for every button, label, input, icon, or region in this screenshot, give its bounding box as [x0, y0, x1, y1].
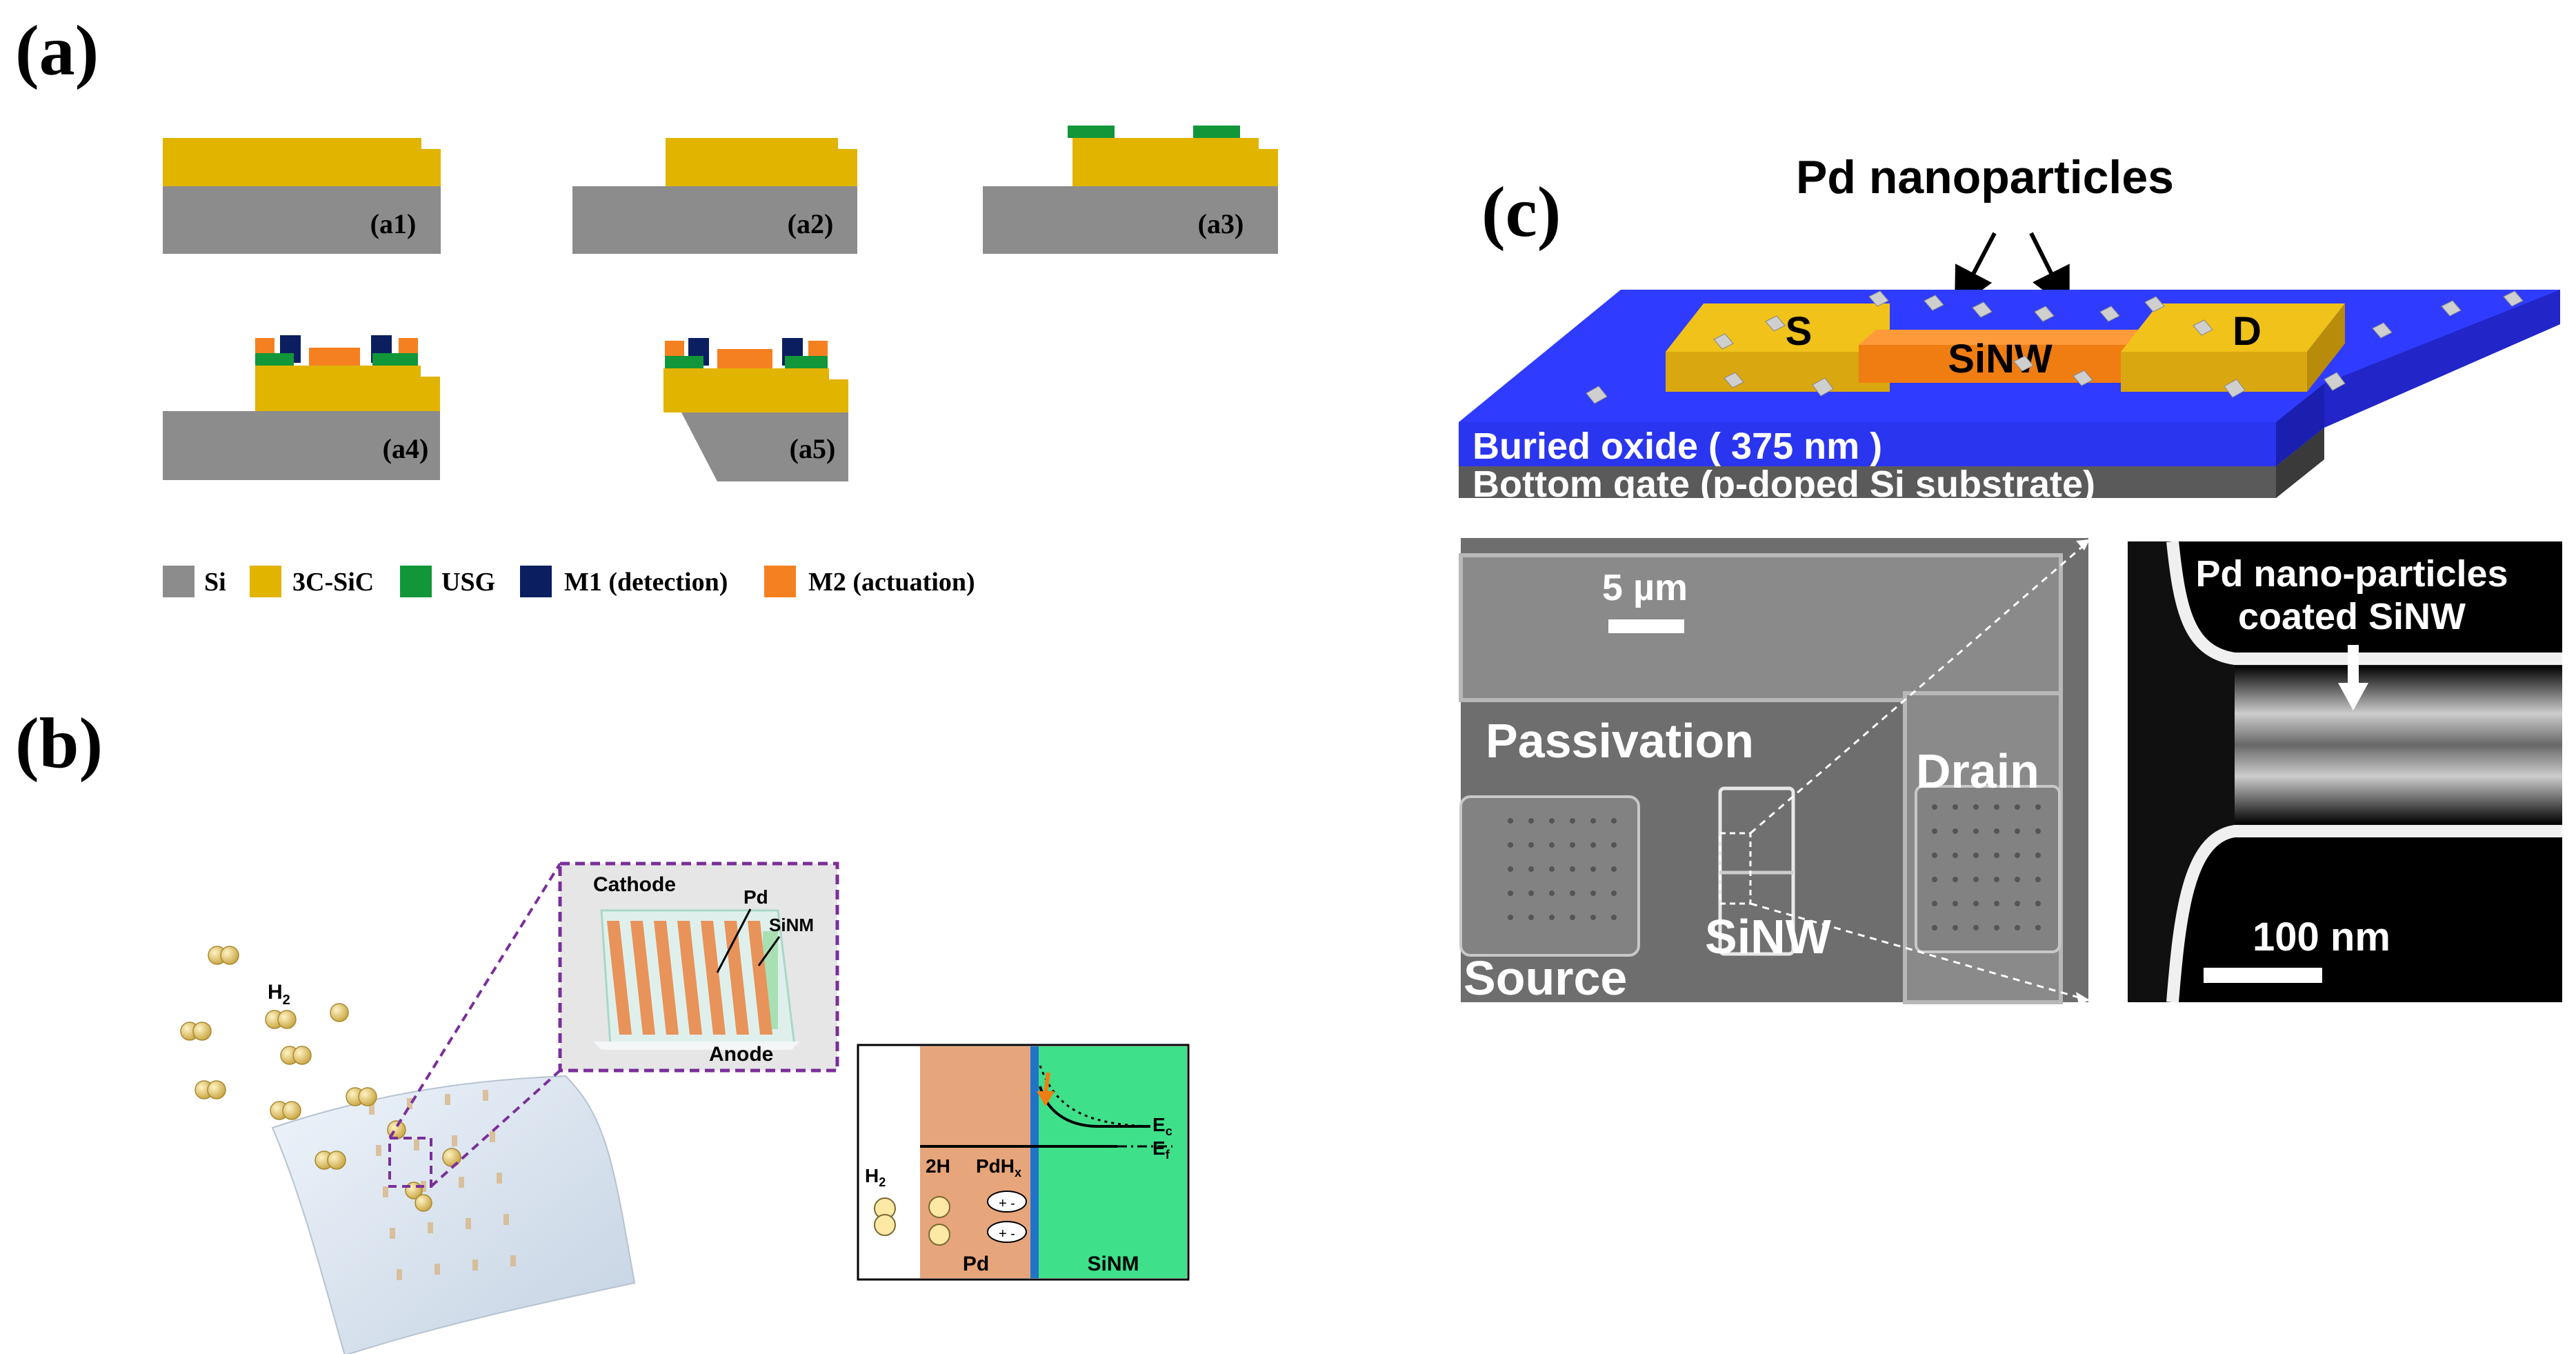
passivation-label: Passivation — [1486, 714, 1754, 768]
drain-label: Drain — [1916, 744, 2039, 798]
legend-item-m1: M1 (detection) — [520, 566, 728, 597]
legend-label-m1: M1 (detection) — [564, 568, 728, 597]
sinm-label: SiNM — [769, 915, 814, 935]
legend-item-3c-sic: 3C-SiC — [250, 566, 374, 597]
ef-label: Ef — [1152, 1137, 1170, 1162]
pdhx-label: PdHx — [976, 1155, 1021, 1179]
step-a3: (a3) — [983, 126, 1278, 254]
band-h2-label: H2 — [865, 1165, 886, 1189]
zoom-region — [388, 1137, 432, 1188]
step-a1: (a1) — [163, 138, 441, 254]
step-label-a4: (a4) — [383, 433, 429, 464]
source-label: Source — [1464, 951, 1627, 1005]
step-label-a1: (a1) — [370, 208, 417, 239]
ec-label: Ec — [1152, 1114, 1172, 1138]
legend-label-si: Si — [204, 568, 226, 597]
flexible-sheet — [271, 1075, 636, 1354]
zoom-connector-bottom — [430, 1069, 561, 1188]
device-inset: Cathode Pd SiNM Anode — [558, 862, 839, 1073]
h2-label: H2 — [268, 981, 290, 1008]
drain-pad-label: D — [2233, 309, 2262, 354]
zoom-title-line2: coated SiNW — [2238, 596, 2466, 637]
pd-nanoparticles-title: Pd nanoparticles — [1796, 151, 2174, 203]
sinw-sem-label: SiNW — [1705, 910, 1831, 964]
nanoparticles-3d — [1586, 290, 2524, 404]
sem-zoom-image: Pd nano-particles coated SiNW 100 nm — [2128, 541, 2562, 1003]
zoom-scale-label: 100 nm — [2253, 915, 2390, 959]
bottom-gate-label: Bottom gate (p-doped Si substrate) — [1472, 464, 2095, 505]
buried-oxide-label: Buried oxide ( 375 nm ) — [1472, 426, 1882, 467]
legend-label-m2: M2 (actuation) — [808, 568, 975, 597]
step-a2: (a2) — [572, 138, 857, 254]
sem-image: 5 µm Passivation Drain Source SiNW — [1459, 538, 2090, 1005]
step-a4: (a4) — [163, 335, 440, 480]
step-label-a3: (a3) — [1198, 208, 1244, 239]
cathode-label: Cathode — [593, 873, 676, 896]
step-label-a2: (a2) — [788, 208, 834, 239]
legend: Si 3C-SiC USG M1 (detection) M2 (actuati… — [163, 566, 975, 597]
zoom-connector-top — [388, 862, 561, 1139]
zoom-title-line1: Pd nano-particles — [2195, 553, 2508, 595]
legend-label-3c-sic: 3C-SiC — [292, 568, 374, 597]
pd-label: Pd — [743, 886, 768, 908]
step-a5: (a5) — [663, 338, 848, 481]
two-h-label: 2H — [926, 1155, 950, 1177]
charge-pair-1: + - — [999, 1196, 1015, 1211]
source-holes — [1508, 818, 1617, 920]
legend-item-m2: M2 (actuation) — [764, 566, 975, 597]
hydrogen-molecules — [180, 946, 461, 1212]
panel-b-label: (b) — [15, 704, 103, 783]
pd-region-label: Pd — [963, 1253, 989, 1275]
legend-label-usg: USG — [441, 568, 495, 597]
band-diagram: Ec Ef H2 2H PdHx + - + - Pd SiNM — [857, 1044, 1190, 1281]
legend-item-si: Si — [163, 566, 226, 597]
sem-scale-label: 5 µm — [1602, 567, 1688, 608]
sinm-region-label: SiNM — [1088, 1253, 1139, 1275]
drain-holes — [1932, 804, 2041, 930]
device-3d: S D SiNW Buried oxide ( 375 nm ) Bottom … — [1459, 290, 2560, 505]
source-pad-label: S — [1786, 309, 1813, 354]
panel-c-label: (c) — [1481, 172, 1561, 252]
step-label-a5: (a5) — [790, 433, 836, 464]
panel-a-label: (a) — [15, 11, 99, 90]
charge-pair-2: + - — [999, 1226, 1015, 1242]
legend-item-usg: USG — [400, 566, 495, 597]
sinw-3d-label: SiNW — [1948, 337, 2053, 381]
anode-label: Anode — [709, 1043, 773, 1066]
